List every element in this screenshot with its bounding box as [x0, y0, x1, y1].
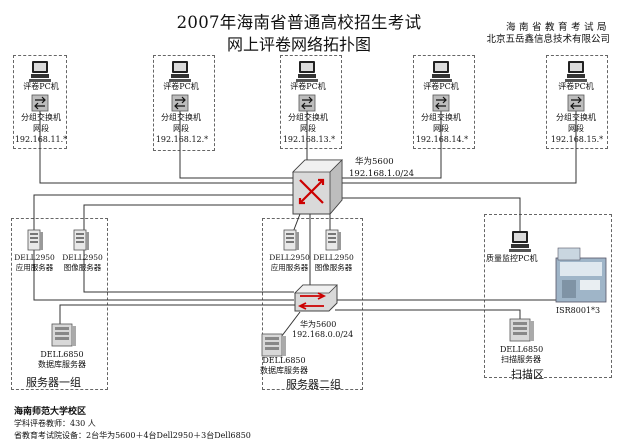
g1-app-role: 应用服务器	[15, 263, 54, 272]
switch-icon-1	[31, 94, 49, 112]
cluster-1-segment-label: 网段	[33, 124, 49, 133]
org-name-1: 海南省教育考试局	[505, 22, 610, 33]
cluster-4-pc-label: 评卷PC机	[423, 82, 459, 91]
server-group-2-box	[262, 218, 363, 390]
server-group-1-label: 服务器一组	[26, 376, 81, 389]
server-group-1-box	[11, 218, 108, 390]
cluster-2-segment-label: 网段	[173, 124, 189, 133]
pc-icon-1	[29, 61, 51, 82]
g2-app-role: 应用服务器	[270, 263, 309, 272]
g1-db-role: 数据库服务器	[38, 360, 86, 369]
cluster-box-5	[546, 55, 608, 149]
cluster-5-pc-label: 评卷PC机	[558, 82, 594, 91]
cluster-box-2	[153, 55, 215, 151]
core-switch-name: 华为5600	[355, 157, 394, 167]
uplink-2	[179, 103, 293, 179]
server-icon-g1-app	[27, 229, 44, 251]
g2-app-model: DELL2950	[269, 253, 310, 262]
core-to-group1-img	[83, 204, 294, 293]
dist-to-db1	[59, 304, 295, 335]
g1-img-role: 图像服务器	[63, 263, 102, 272]
cluster-5-switch-label: 分组交换机	[556, 113, 596, 122]
g1-img-model: DELL2950	[62, 253, 103, 262]
g1-app-model: DELL2950	[14, 253, 55, 262]
diagram-title: 2007年海南省普通高校招生考试	[176, 13, 422, 32]
teacher-count: 学科评卷教师：430 人	[14, 419, 96, 428]
scan-server-model: DELL6850	[500, 345, 544, 354]
campus-name: 海南师范大学校区	[14, 407, 87, 417]
db-server-icon-g1	[51, 323, 77, 347]
dist-to-scansrv	[335, 309, 521, 320]
core-to-group1-app	[33, 194, 294, 301]
server-group-2-label: 服务器二组	[286, 378, 341, 391]
equipment-summary: 省教育考试院设备：2台华为5600＋4台Dell2950＋3台Dell6850	[14, 431, 251, 440]
core-switch-icon	[292, 159, 343, 216]
cluster-2-ip-label: 192.168.12.*	[155, 135, 209, 144]
pc-icon-3	[296, 61, 318, 82]
cluster-4-segment-label: 网段	[433, 124, 449, 133]
server-icon-g2-app	[283, 229, 300, 251]
switch-icon-4	[432, 94, 450, 112]
pc-icon-2	[169, 61, 191, 82]
cluster-box-3	[280, 55, 342, 149]
cluster-3-segment-label: 网段	[300, 124, 316, 133]
uplink-4	[342, 103, 442, 179]
cluster-4-ip-label: 192.168.14.*	[415, 135, 469, 144]
cluster-2-switch-label: 分组交换机	[161, 113, 201, 122]
cluster-box-4	[413, 55, 475, 149]
cluster-4-switch-label: 分组交换机	[421, 113, 461, 122]
server-icon-g1-img	[73, 229, 90, 251]
cluster-1-switch-label: 分组交换机	[21, 113, 61, 122]
db-server-icon-g2	[261, 333, 287, 357]
scanner-icon	[555, 247, 607, 303]
g2-db-role: 数据库服务器	[260, 366, 308, 375]
pc-icon-4	[430, 61, 452, 82]
cluster-3-switch-label: 分组交换机	[288, 113, 328, 122]
cluster-5-ip-label: 192.168.15.*	[550, 135, 604, 144]
cluster-3-pc-label: 评卷PC机	[290, 82, 326, 91]
switch-icon-2	[171, 94, 189, 112]
scan-server-role: 扫描服务器	[501, 355, 541, 364]
core-switch-ip: 192.168.1.0/24	[349, 169, 415, 179]
core-to-qc	[342, 197, 521, 240]
uplink-1	[39, 103, 293, 184]
cluster-5-segment-label: 网段	[568, 124, 584, 133]
dist-switch-icon	[294, 284, 338, 312]
switch-icon-5	[567, 94, 585, 112]
g2-img-role: 图像服务器	[314, 263, 353, 272]
scan-area-label: 扫描区	[511, 368, 544, 381]
scanner-label: ISR8001*3	[556, 306, 601, 315]
cluster-2-pc-label: 评卷PC机	[163, 82, 199, 91]
g2-db-model: DELL6850	[262, 356, 306, 365]
server-icon-g2-img	[325, 229, 342, 251]
switch-icon-3	[298, 94, 316, 112]
g2-img-model: DELL2950	[313, 253, 354, 262]
g1-db-model: DELL6850	[40, 350, 84, 359]
diagram-subtitle: 网上评卷网络拓扑图	[226, 35, 371, 54]
uplink-5	[342, 103, 577, 184]
cluster-3-ip-label: 192.168.13.*	[282, 135, 336, 144]
scan-server-icon	[509, 318, 535, 342]
qc-pc-label: 质量监控PC机	[486, 254, 538, 263]
dist-switch-ip: 192.168.0.0/24	[292, 330, 354, 339]
qc-pc-icon	[509, 231, 531, 252]
dist-switch-name: 华为5600	[300, 320, 337, 329]
org-name-2: 北京五岳鑫信息技术有限公司	[486, 34, 610, 45]
cluster-1-pc-label: 评卷PC机	[23, 82, 59, 91]
pc-icon-5	[565, 61, 587, 82]
cluster-1-ip-label: 192.168.11.*	[14, 135, 68, 144]
scan-area-box	[484, 214, 612, 378]
